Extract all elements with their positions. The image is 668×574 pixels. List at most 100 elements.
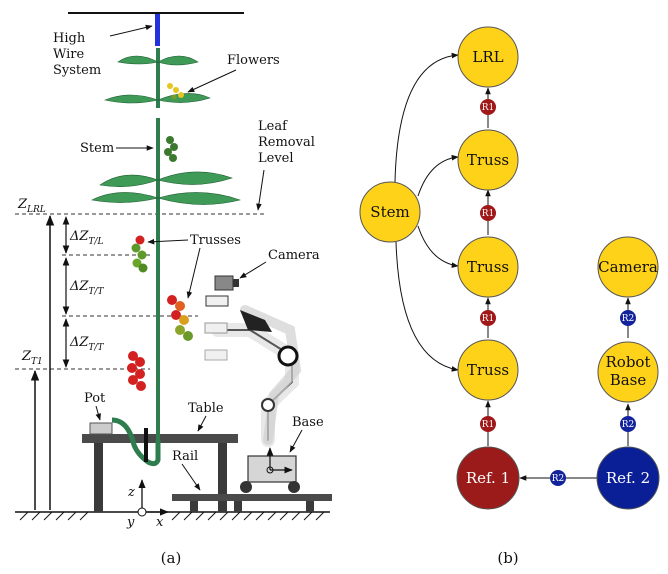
label-high-wire-1: High (53, 31, 86, 46)
leaves (91, 55, 242, 205)
truss-1-tomatoes (127, 351, 146, 391)
cart-wheel-left (240, 481, 252, 493)
node-truss-1 (457, 339, 519, 401)
axis-y-label: y (126, 515, 135, 530)
edge-stem-truss2 (417, 225, 459, 268)
svg-text:R1: R1 (482, 103, 495, 113)
stem-to-pot (111, 417, 161, 467)
rail-pointer (181, 463, 201, 491)
high-wire-pointer (109, 24, 153, 37)
badge-r1-truss3: R1 (480, 205, 496, 221)
base-frame-origin (266, 466, 274, 474)
node-stem-label: Stem (370, 203, 409, 221)
label-high-wire-2: Wire (53, 47, 85, 62)
edge-stem-lrl (394, 52, 459, 183)
svg-text:R2: R2 (552, 474, 565, 484)
panel-a: ZLRL ΔZT/L ΔZT/T ΔZT/T ZT1 (15, 12, 332, 567)
z-lrl-label: ZLRL (17, 197, 46, 215)
plant-clip (144, 428, 148, 462)
node-camera-label: Camera (598, 258, 658, 276)
rail-leg-3 (306, 501, 314, 512)
badge-r2-ref1: R2 (550, 470, 566, 486)
pot (89, 422, 113, 435)
trusses-pointer-2 (186, 247, 201, 299)
truss-2-tomatoes (167, 295, 193, 341)
label-rail: Rail (172, 449, 198, 464)
gripper-pose-2 (204, 322, 228, 334)
caption-a: (a) (161, 549, 182, 567)
ground-hatch (19, 511, 325, 521)
node-ref-1 (456, 446, 520, 510)
node-truss-3 (457, 129, 519, 191)
camera-pointer (239, 261, 267, 279)
gripper-pose-3 (204, 349, 228, 361)
truss-upper-green (164, 136, 178, 162)
dz-tl-label: ΔZT/L (69, 229, 103, 247)
rail (172, 494, 332, 501)
flowers-pointer (187, 69, 237, 93)
edge-stem-truss1 (395, 241, 459, 372)
label-leaf-removal-1: Leaf (258, 119, 288, 134)
robot-arm (211, 305, 302, 447)
dz-tt-label-1: ΔZT/T (69, 279, 104, 297)
label-base: Base (292, 415, 324, 430)
cart-wheel-right (288, 481, 300, 493)
svg-text:R1: R1 (482, 209, 495, 219)
pot-pointer (95, 405, 101, 421)
caption-b: (b) (497, 549, 518, 567)
label-flowers: Flowers (227, 53, 280, 68)
node-ref-2-label: Ref. 2 (606, 469, 650, 487)
truss-3-tomatoes (131, 235, 148, 273)
dz-tt-label-2: ΔZT/T (69, 335, 104, 353)
node-camera (597, 236, 659, 298)
edge-stem-truss3 (417, 154, 459, 197)
svg-text:R2: R2 (622, 314, 635, 324)
world-frame-origin (137, 507, 147, 517)
node-lrl (457, 26, 519, 88)
label-leaf-removal-3: Level (258, 151, 294, 166)
badge-r2-robotbase: R2 (620, 416, 636, 432)
badge-r1-lrl: R1 (480, 99, 496, 115)
table-leg-left (94, 443, 103, 512)
badge-r2-camera: R2 (620, 310, 636, 326)
svg-text:R1: R1 (482, 420, 495, 430)
node-robot-base (597, 341, 659, 403)
base-pointer (289, 429, 303, 453)
panel-b: LRL Stem Truss Truss Truss Ref. 1 Camera… (359, 26, 660, 567)
z-t1-label: ZT1 (21, 349, 43, 367)
flowers (167, 83, 184, 100)
table-leg-right (218, 443, 227, 512)
trusses-pointer-1 (147, 238, 189, 245)
node-truss-2 (457, 236, 519, 298)
label-high-wire-3: System (53, 63, 101, 78)
node-lrl-label: LRL (472, 48, 503, 66)
rail-leg-1 (190, 501, 198, 512)
node-ref-1-label: Ref. 1 (466, 469, 510, 487)
svg-text:R2: R2 (622, 420, 635, 430)
node-truss-3-label: Truss (467, 151, 509, 169)
node-truss-2-label: Truss (467, 258, 509, 276)
camera-lens (233, 279, 239, 287)
table-pointer (197, 415, 207, 432)
badge-r1-truss1: R1 (480, 416, 496, 432)
node-stem (359, 181, 421, 243)
axis-x-label: x (156, 515, 164, 530)
high-wire-hook (155, 14, 160, 46)
node-ref-2 (596, 446, 660, 510)
label-pot: Pot (84, 391, 106, 406)
gripper-pose-1 (205, 295, 229, 307)
label-trusses: Trusses (190, 233, 241, 248)
robot-base-cart (247, 455, 297, 483)
label-stem: Stem (80, 141, 114, 156)
node-robot-base-label-2: Base (610, 371, 647, 389)
axis-z-label: z (127, 485, 135, 500)
label-leaf-removal-2: Removal (258, 135, 315, 150)
node-truss-1-label: Truss (467, 361, 509, 379)
label-table: Table (188, 401, 224, 416)
badge-r1-truss2: R1 (480, 310, 496, 326)
rail-leg-2 (234, 501, 242, 512)
node-robot-base-label-1: Robot (606, 353, 651, 371)
svg-text:R1: R1 (482, 314, 495, 324)
label-camera: Camera (268, 248, 320, 263)
